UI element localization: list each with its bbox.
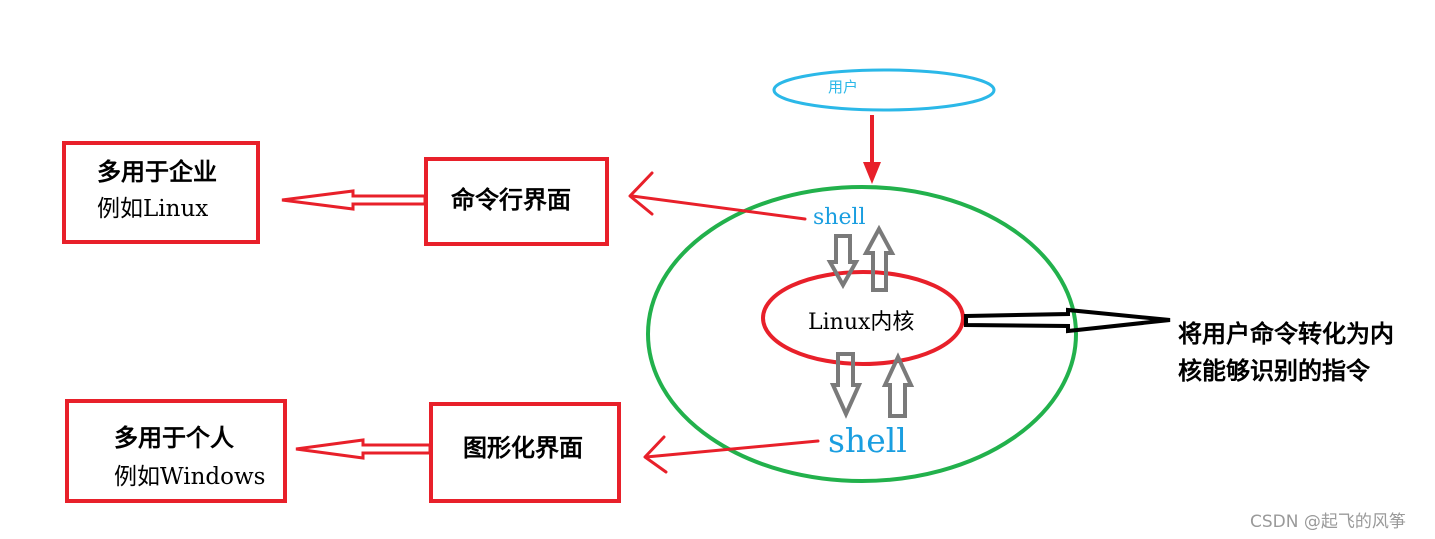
watermark-text: CSDN @起飞的风筝 [1250,512,1406,532]
kernel-note-line2: 核能够识别的指令 [1178,357,1371,385]
user-ellipse [772,68,996,112]
shell-to-gui-arrow [643,435,820,474]
shell-to-cli-arrow [628,171,807,221]
shell-to-kernel-arrow-bottom [881,352,915,418]
kernel-note-line1: 将用户命令转化为内 [1178,320,1394,348]
shell-bottom-label: shell [828,421,907,460]
cli-label: 命令行界面 [451,186,571,214]
personal-line1: 多用于个人 [114,424,234,452]
shell-top-label: shell [813,205,866,230]
enterprise-box [62,141,260,244]
enterprise-line1: 多用于企业 [97,158,217,186]
user-label: 用户 [828,78,858,96]
cli-to-enterprise-arrow [281,189,427,211]
shell-to-kernel-arrow-top [826,234,860,290]
kernel-to-shell-arrow-bottom [829,352,863,419]
gui-label: 图形化界面 [463,434,583,462]
kernel-ellipse [761,270,965,366]
kernel-to-shell-arrow-top [862,224,896,292]
enterprise-line2: 例如Linux [97,196,208,222]
kernel-label: Linux内核 [808,310,914,335]
personal-line2: 例如Windows [114,464,265,490]
shell-outer-ellipse [646,185,1078,483]
kernel-to-note-arrow [964,307,1171,334]
personal-box [65,399,287,503]
gui-to-personal-arrow [295,438,432,460]
user-to-shell-arrow [863,115,881,184]
